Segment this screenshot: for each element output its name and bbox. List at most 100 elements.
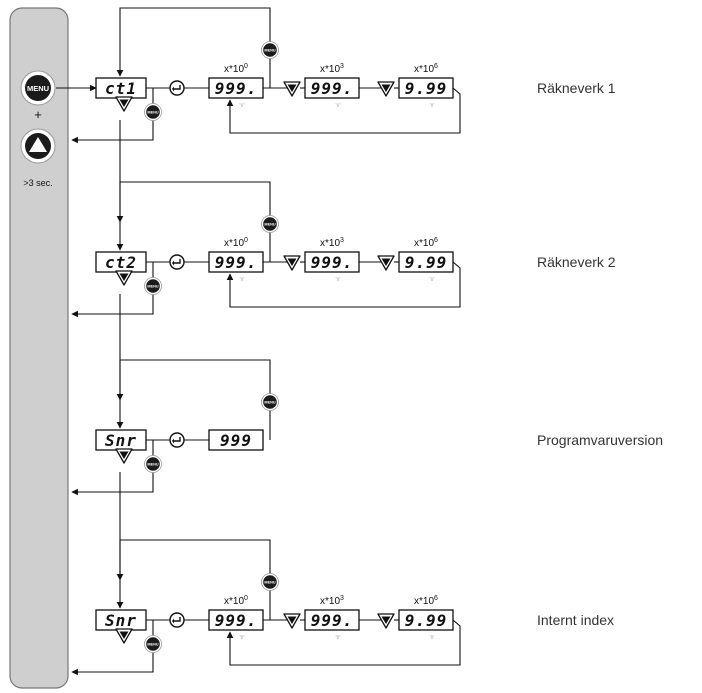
menu-small-button-label: MENU xyxy=(147,643,158,647)
enter-arrow-head-icon xyxy=(172,86,174,92)
menu-button-label: MENU xyxy=(27,84,49,93)
enter-button[interactable] xyxy=(169,612,185,628)
menu-small-button[interactable]: MENU xyxy=(144,635,162,653)
down-triangle-inner-icon xyxy=(119,451,129,459)
down-triangle-inner-icon xyxy=(287,258,297,266)
value-display-1-text: 999. xyxy=(215,79,258,98)
menu-small-button[interactable]: MENU xyxy=(144,455,162,473)
down-arrow-button[interactable] xyxy=(115,628,133,644)
code-display-text: Snr xyxy=(105,431,137,450)
value-display-1-frame xyxy=(208,429,264,451)
multiplier-label: x*103 xyxy=(320,237,344,249)
menu-small-button-label: MENU xyxy=(264,49,275,53)
value-display-1: 999. xyxy=(208,609,264,631)
value-display-1: 999. xyxy=(208,251,264,273)
menu-small-button-label: MENU xyxy=(264,401,275,405)
menu-small-button[interactable]: MENU xyxy=(144,277,162,295)
enter-arrow-icon xyxy=(174,259,181,264)
menu-small-button-label: MENU xyxy=(264,223,275,227)
down-triangle-inner-icon xyxy=(381,616,391,624)
flow-block-4: MENUSnrMENUx*100999.°||°x*103999.°||°x*1… xyxy=(71,472,614,676)
code-display: Snr xyxy=(95,429,147,451)
enter-button[interactable] xyxy=(169,80,185,96)
multiplier-label: x*106 xyxy=(414,237,438,249)
multiplier-label: x*100 xyxy=(224,237,248,249)
down-triangle-inner-icon xyxy=(119,631,129,639)
value-display-3: 9.99 xyxy=(398,77,454,99)
multiplier-label: x*103 xyxy=(320,595,344,607)
menu-return-loop xyxy=(116,7,271,88)
value-display-1: 999 xyxy=(208,429,264,451)
hold-time-text: >3 sec. xyxy=(23,178,52,188)
menu-small-button[interactable]: MENU xyxy=(261,41,279,59)
value-display-3: 9.99 xyxy=(398,609,454,631)
down-arrow-button[interactable] xyxy=(377,613,395,629)
down-arrow-button[interactable] xyxy=(283,81,301,97)
enter-arrow-icon xyxy=(174,437,181,442)
enter-button-ring xyxy=(169,432,185,448)
menu-small-button-face xyxy=(263,575,277,589)
down-arrow-button[interactable] xyxy=(115,448,133,464)
down-arrow-button[interactable] xyxy=(377,81,395,97)
code-display: ct2 xyxy=(95,251,147,273)
flow-block-2: MENUct2MENUx*100999.°||°x*103999.°||°x*1… xyxy=(71,120,616,318)
decimal-hint: °||° xyxy=(429,634,435,639)
value-display-3-text: 9.99 xyxy=(405,253,448,272)
down-triangle-inner-icon xyxy=(287,84,297,92)
sidebar-panel xyxy=(9,7,69,689)
up-arrow-icon xyxy=(29,137,47,152)
down-arrow-button[interactable] xyxy=(283,255,301,271)
value-display-2: 999. xyxy=(304,77,360,99)
decimal-hint: °||° xyxy=(239,634,245,639)
up-arrow-button[interactable] xyxy=(20,128,56,164)
menu-small-button-label: MENU xyxy=(264,581,275,585)
value-display-1: 999. xyxy=(208,77,264,99)
menu-small-button-label: MENU xyxy=(147,285,158,289)
menu-return-loop xyxy=(116,539,271,620)
value-display-1-text: 999. xyxy=(215,253,258,272)
enter-arrow-icon xyxy=(174,617,181,622)
value-display-2-text: 999. xyxy=(311,611,354,630)
menu-small-button[interactable]: MENU xyxy=(261,215,279,233)
value-display-2: 999. xyxy=(304,251,360,273)
multiplier-label: x*100 xyxy=(224,63,248,75)
decimal-hint: °||° xyxy=(429,276,435,281)
menu-small-button-face xyxy=(263,43,277,57)
menu-small-button-face xyxy=(146,105,160,119)
multiplier-label: x*103 xyxy=(320,63,344,75)
enter-arrow-head-icon xyxy=(172,618,174,624)
menu-button[interactable]: MENU xyxy=(20,70,56,106)
menu-small-button[interactable]: MENU xyxy=(144,103,162,121)
menu-small-button[interactable]: MENU xyxy=(261,573,279,591)
block-caption: Internt index xyxy=(537,612,614,628)
down-arrow-button[interactable] xyxy=(115,270,133,286)
block-caption: Räkneverk 1 xyxy=(537,80,616,96)
down-arrow-button[interactable] xyxy=(377,255,395,271)
value-display-2: 999. xyxy=(304,609,360,631)
menu-small-button-face xyxy=(146,457,160,471)
value-return-loop xyxy=(226,619,461,666)
value-display-1-text: 999. xyxy=(215,611,258,630)
down-arrow-button[interactable] xyxy=(115,96,133,112)
down-arrow-button[interactable] xyxy=(283,613,301,629)
block-caption: Räkneverk 2 xyxy=(537,254,616,270)
block-caption: Programvaruversion xyxy=(537,432,663,448)
decimal-hint: °||° xyxy=(335,276,341,281)
down-triangle-inner-icon xyxy=(381,258,391,266)
code-display-text: ct1 xyxy=(105,79,137,98)
enter-button[interactable] xyxy=(169,432,185,448)
down-triangle-inner-icon xyxy=(119,273,129,281)
menu-small-button[interactable]: MENU xyxy=(261,393,279,411)
value-display-3: 9.99 xyxy=(398,251,454,273)
decimal-hint: °||° xyxy=(335,634,341,639)
plus-sign: + xyxy=(34,107,42,122)
value-display-1-text: 999 xyxy=(220,431,252,450)
code-display: Snr xyxy=(95,609,147,631)
menu-small-button-label: MENU xyxy=(147,463,158,467)
enter-arrow-head-icon xyxy=(172,438,174,444)
down-triangle-inner-icon xyxy=(381,84,391,92)
enter-button[interactable] xyxy=(169,254,185,270)
code-display: ct1 xyxy=(95,77,147,99)
